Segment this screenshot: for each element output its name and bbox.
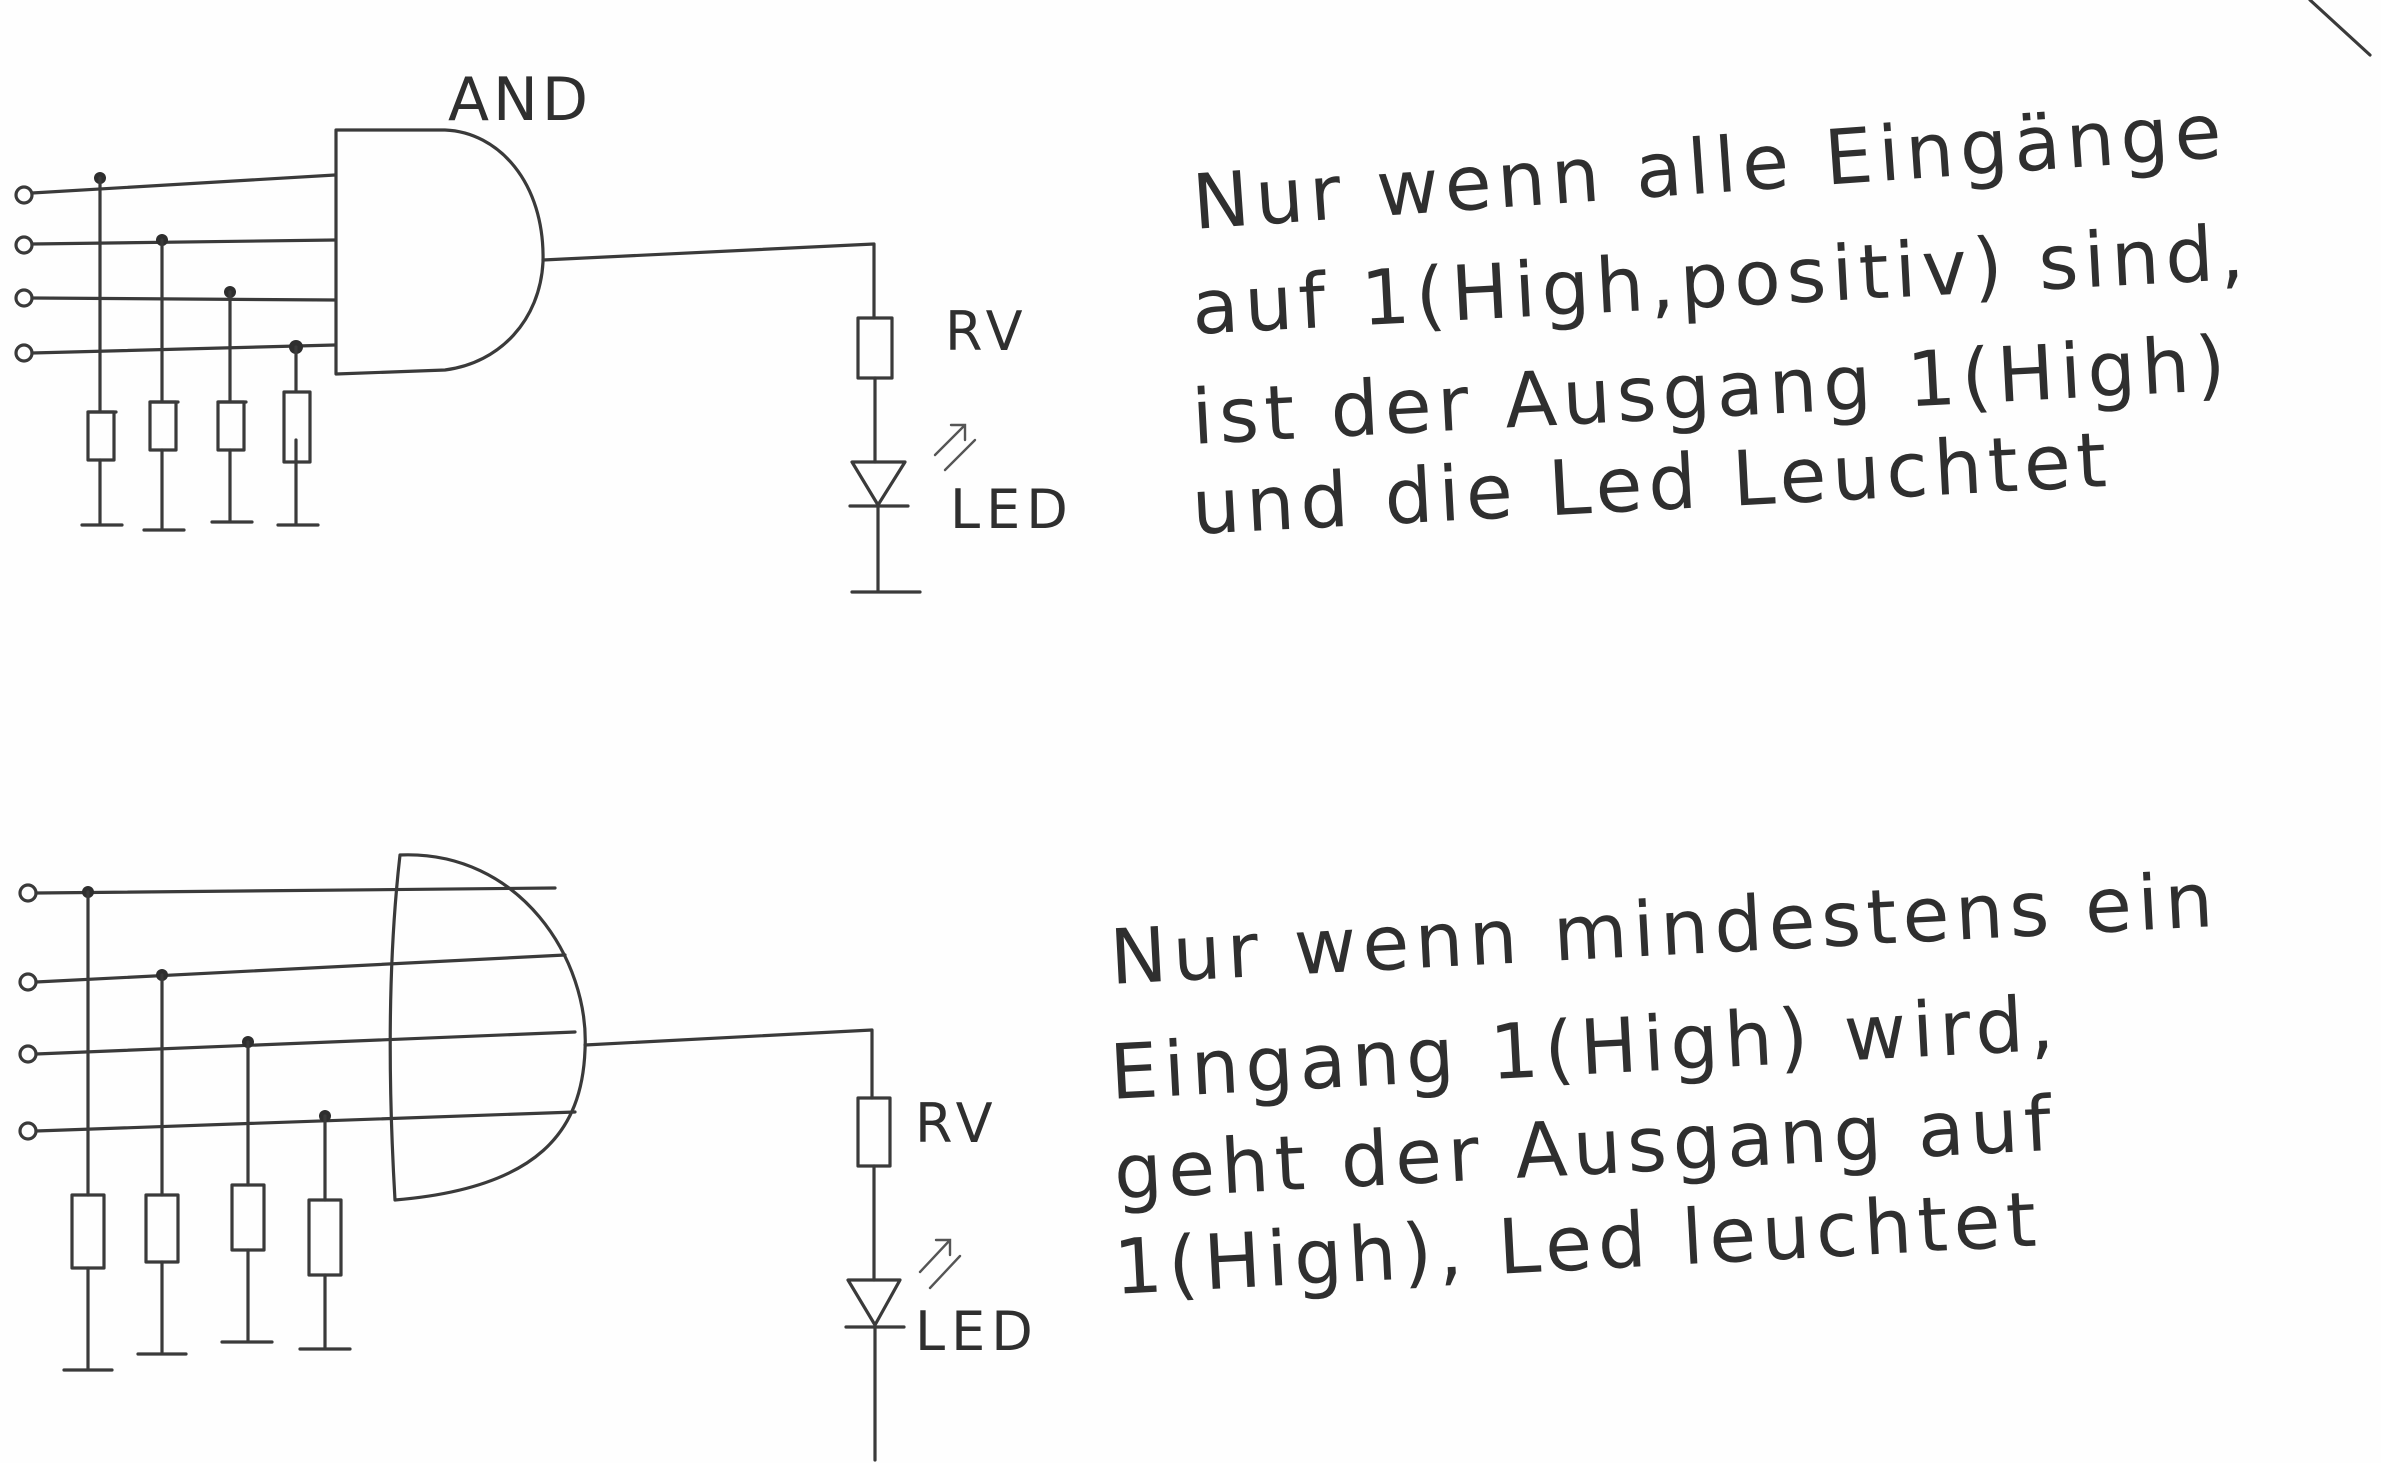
and-input-terminal-3 [14, 288, 34, 308]
or-input-wire-2 [34, 953, 567, 984]
and-resistor-label: RV [945, 300, 1029, 363]
or-input-terminal-4 [18, 1121, 38, 1141]
or-input-terminal-1 [18, 883, 38, 903]
or-gate-symbol [388, 853, 587, 1202]
or-input-terminal-2 [18, 972, 38, 992]
or-resistor-label: RV [915, 1092, 999, 1155]
and-output-wire [541, 242, 876, 320]
and-ground-symbol [850, 504, 922, 594]
and-input-terminal-2 [14, 235, 34, 255]
and-input-wire-2 [30, 238, 337, 246]
or-input-wire-4 [34, 1110, 577, 1133]
or-circuit [18, 853, 962, 1462]
and-gate-label: AND [448, 65, 593, 135]
and-input-terminal-1 [14, 185, 34, 205]
or-output-wire [583, 1028, 874, 1100]
or-input-wire-1 [34, 886, 557, 895]
and-pulldown-resistors [80, 176, 320, 532]
or-input-wire-3 [34, 1030, 577, 1056]
and-series-resistor [856, 316, 894, 380]
and-input-wire-3 [30, 296, 337, 302]
or-input-terminal-3 [18, 1044, 38, 1064]
and-input-wire-4 [30, 343, 337, 355]
or-series-resistor [856, 1096, 892, 1168]
and-input-terminal-4 [14, 343, 34, 363]
or-led-label: LED [915, 1300, 1039, 1363]
or-pulldown-resistors [62, 890, 352, 1372]
and-led-label: LED [950, 478, 1074, 541]
and-circuit [14, 128, 977, 594]
corner-pencil-stroke [2308, 0, 2372, 57]
and-led-symbol [848, 423, 977, 508]
and-input-wire-1 [30, 173, 337, 195]
and-gate-symbol [334, 128, 545, 376]
